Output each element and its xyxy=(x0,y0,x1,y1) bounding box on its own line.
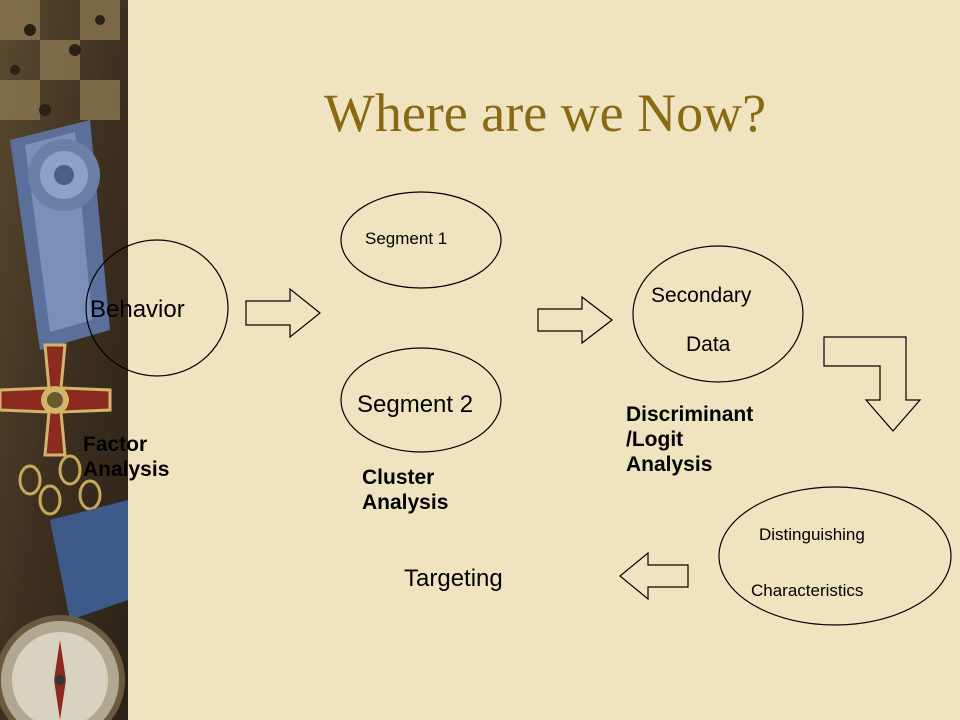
behavior-ellipse xyxy=(85,239,229,377)
discriminant-analysis-line2: /Logit xyxy=(626,427,684,451)
slide-title: Where are we Now? xyxy=(323,83,767,143)
secondary-label-line2: Data xyxy=(686,333,731,356)
targeting-label: Targeting xyxy=(404,565,503,592)
discriminant-analysis-line1: Discriminant xyxy=(626,403,754,426)
distinguishing-label-line2: Characteristics xyxy=(751,581,864,600)
secondary-data-ellipse xyxy=(632,245,804,383)
distinguishing-ellipse xyxy=(718,486,952,626)
segment1-label: Segment 1 xyxy=(365,229,448,248)
factor-analysis-label: Factor Analysis xyxy=(83,433,169,483)
distinguishing-label-line1: Distinguishing xyxy=(759,525,865,544)
cluster-analysis-label: Cluster Analysis xyxy=(362,466,448,516)
segment1-ellipse xyxy=(340,191,502,289)
behavior-label: Behavior xyxy=(90,296,185,323)
factor-analysis-line1: Factor xyxy=(83,433,148,456)
segment2-label: Segment 2 xyxy=(357,391,474,418)
cluster-analysis-line1: Cluster xyxy=(362,466,435,489)
decorative-strip-image xyxy=(0,0,128,720)
arrow-right-icon xyxy=(245,287,321,339)
arrow-right-icon xyxy=(537,295,613,345)
cluster-analysis-line2: Analysis xyxy=(362,490,449,514)
factor-analysis-line2: Analysis xyxy=(83,457,170,481)
discriminant-analysis-line3: Analysis xyxy=(626,452,713,476)
arrow-elbow-down-icon xyxy=(823,336,922,432)
secondary-label-line1: Secondary xyxy=(651,284,752,307)
medal-compass-image xyxy=(0,0,128,720)
segment2-ellipse xyxy=(340,347,502,453)
arrow-left-icon xyxy=(619,551,689,601)
discriminant-analysis-label: Discriminant /Logit Analysis xyxy=(626,403,753,477)
